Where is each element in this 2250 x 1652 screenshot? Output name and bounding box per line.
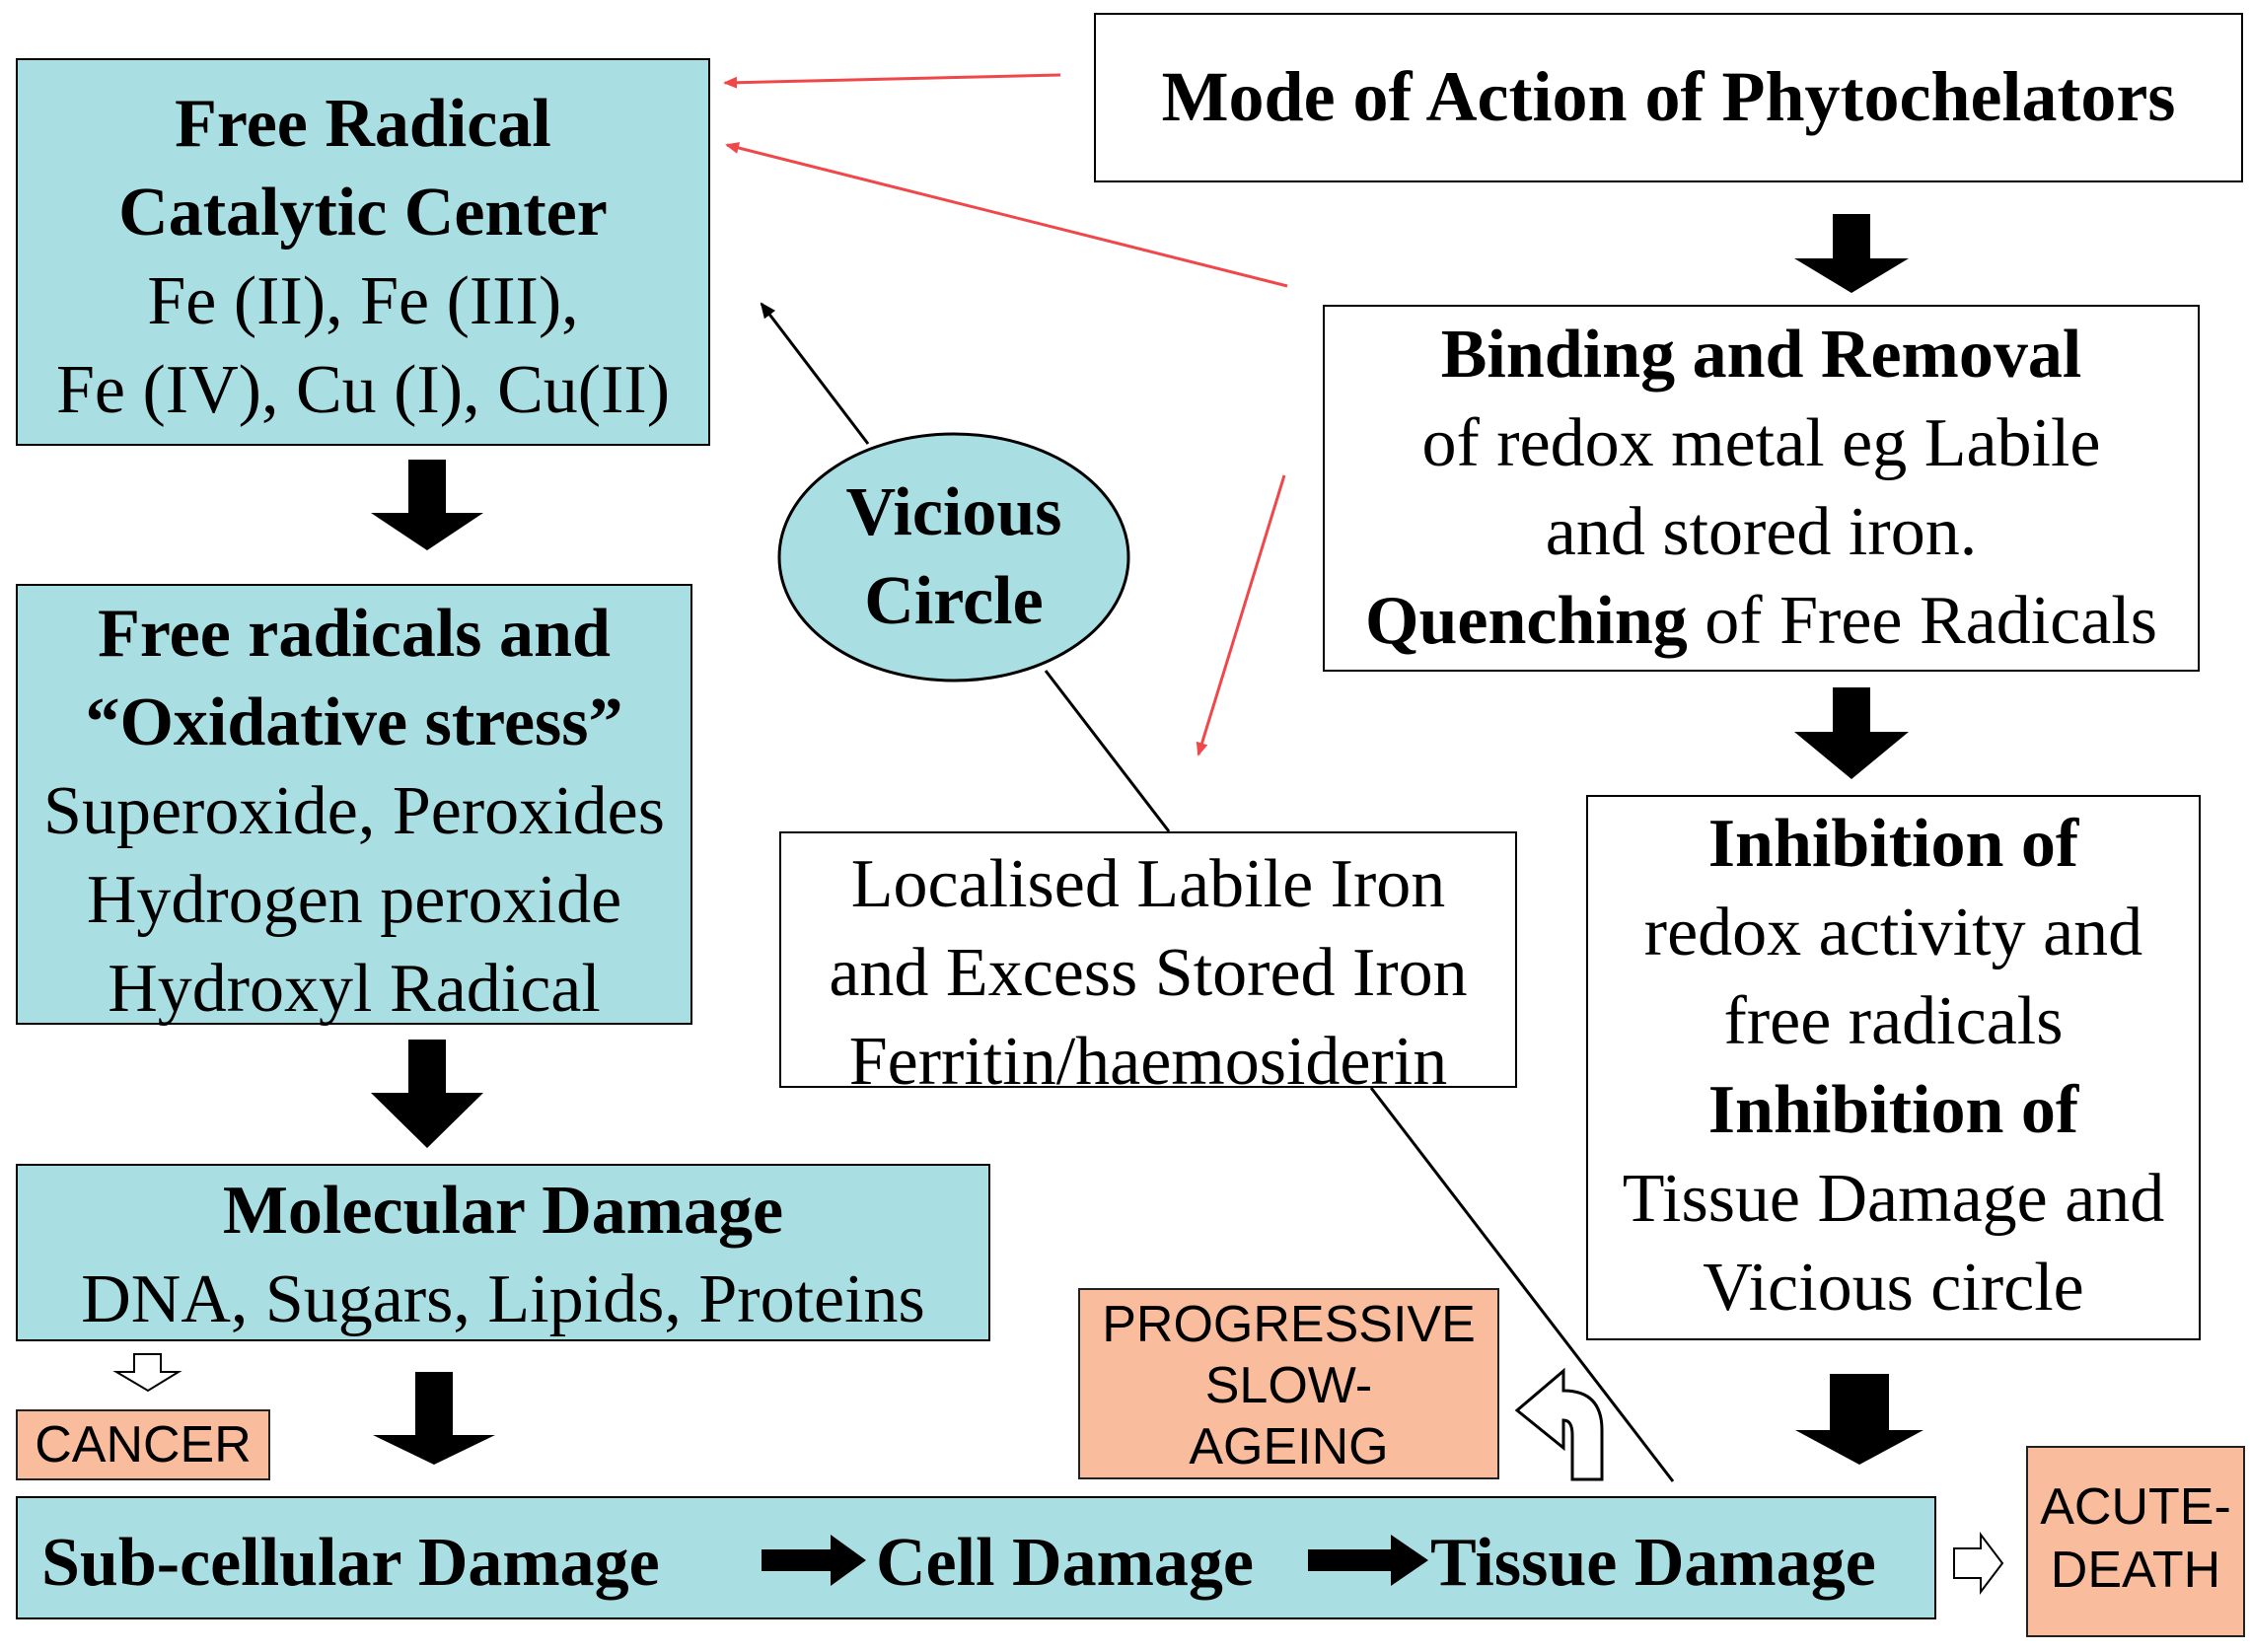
inhibition-line-2: redox activity and [1643, 895, 2143, 970]
catalytic-center-metals-2: Fe (IV), Cu (I), Cu(II) [55, 352, 671, 428]
tissue-to-labile-iron-line [1369, 1087, 1675, 1482]
cancer-label: CANCER [35, 1416, 252, 1473]
right-arrow-subcellular-to-cell [762, 1535, 866, 1586]
right-arrow-cell-to-tissue [1308, 1535, 1428, 1586]
vicious-line-to-catalytic [760, 302, 870, 445]
damage-progression-bar [16, 1496, 1936, 1619]
inhibition-line-5: Tissue Damage and [1622, 1161, 2165, 1237]
binding-removal-line-4: Quenching of Free Radicals [1325, 577, 2198, 666]
inhibition-line-3: free radicals [1723, 983, 2064, 1059]
cell-damage-label: Cell Damage [876, 1525, 1254, 1601]
free-radicals-box: Free radicals and “Oxidative stress” Sup… [16, 584, 692, 1027]
sub-cellular-damage-label: Sub-cellular Damage [41, 1525, 660, 1601]
down-arrow-mode [1794, 214, 1909, 293]
catalytic-center-title-1: Free Radical [175, 86, 551, 162]
vicious-circle-label: Vicious Circle [779, 468, 1128, 646]
vicious-circle-line-2: Circle [864, 563, 1044, 639]
inhibition-title-2: Inhibition of [1707, 1072, 2079, 1148]
free-radicals-title-1: Free radicals and [98, 596, 611, 672]
ageing-line-2: SLOW- [1204, 1357, 1373, 1414]
acute-death-line-1: ACUTE- [2040, 1478, 2231, 1536]
down-arrow-molecular [373, 1372, 495, 1465]
vicious-line-to-labile-iron [1044, 670, 1171, 832]
ageing-line-3: AGEING [1189, 1418, 1389, 1475]
labile-iron-line-3: Ferritin/haemosiderin [848, 1024, 1448, 1100]
down-arrow-free-radicals [371, 1040, 483, 1148]
vicious-circle-ellipse [777, 432, 1130, 682]
labile-iron-line-1: Localised Labile Iron [850, 846, 1446, 922]
binding-removal-box: Binding and Removal of redox metal eg La… [1323, 305, 2200, 672]
ageing-line-1: PROGRESSIVE [1102, 1296, 1476, 1353]
molecular-damage-list: DNA, Sugars, Lipids, Proteins [81, 1261, 925, 1337]
free-radicals-title-2: “Oxidative stress” [85, 684, 623, 760]
free-radicals-hydrogen-peroxide: Hydrogen peroxide [86, 862, 622, 938]
acute-death-box: ACUTE- DEATH [2026, 1446, 2245, 1637]
curved-arrow-to-ageing [1514, 1367, 1604, 1481]
binding-removal-title: Binding and Removal [1440, 317, 2082, 393]
down-arrow-binding [1794, 687, 1909, 779]
progressive-ageing-box: PROGRESSIVE SLOW- AGEING [1078, 1288, 1499, 1479]
down-arrow-catalytic [371, 460, 483, 550]
labile-iron-line-2: and Excess Stored Iron [829, 935, 1468, 1011]
red-arrow-binding-to-catalytic [725, 142, 1288, 288]
binding-removal-line-2: of redox metal eg Labile [1421, 405, 2101, 481]
quenching-rest: of Free Radicals [1687, 583, 2157, 659]
hollow-arrow-to-cancer [112, 1353, 182, 1393]
mode-of-action-title: Mode of Action of Phytochelators [1161, 57, 2176, 136]
inhibition-title-1: Inhibition of [1707, 806, 2079, 882]
inhibition-line-6: Vicious circle [1703, 1250, 2084, 1326]
red-arrow-mode-to-catalytic [723, 73, 1061, 89]
catalytic-center-title-2: Catalytic Center [118, 175, 608, 251]
down-arrow-inhibition [1795, 1374, 1923, 1465]
inhibition-box: Inhibition of redox activity and free ra… [1586, 795, 2201, 1340]
free-radicals-superoxide: Superoxide, Peroxides [43, 773, 665, 849]
molecular-damage-box: Molecular Damage DNA, Sugars, Lipids, Pr… [16, 1164, 990, 1341]
free-radicals-hydroxyl: Hydroxyl Radical [108, 951, 601, 1027]
catalytic-center-box: Free Radical Catalytic Center Fe (II), F… [16, 58, 710, 446]
binding-removal-line-3: and stored iron. [1545, 494, 1978, 570]
tissue-damage-label: Tissue Damage [1430, 1525, 1876, 1601]
cancer-box: CANCER [16, 1409, 270, 1480]
red-arrow-binding-to-labile-iron [1196, 474, 1286, 756]
catalytic-center-metals-1: Fe (II), Fe (III), [147, 263, 579, 339]
quenching-label: Quenching [1365, 583, 1688, 659]
acute-death-line-2: DEATH [2050, 1542, 2221, 1599]
vicious-circle-line-1: Vicious [845, 474, 1062, 550]
labile-iron-box: Localised Labile Iron and Excess Stored … [779, 831, 1517, 1100]
molecular-damage-title: Molecular Damage [222, 1173, 784, 1249]
hollow-arrow-to-acute-death [1953, 1532, 2004, 1595]
mode-of-action-box: Mode of Action of Phytochelators [1094, 13, 2243, 182]
